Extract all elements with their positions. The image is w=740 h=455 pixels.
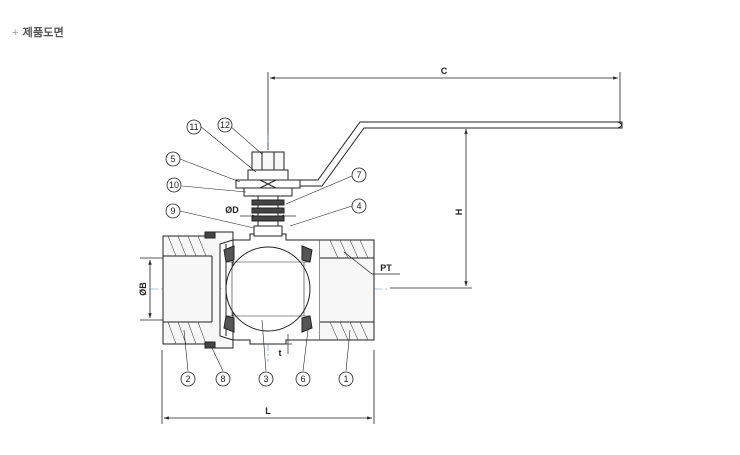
dimension-c-label: C	[441, 66, 448, 76]
callout-9: 9	[165, 203, 181, 219]
callout-3: 3	[258, 371, 274, 387]
dimension-d: ØD	[225, 205, 296, 218]
svg-text:3: 3	[263, 374, 268, 384]
callout-7: 7	[351, 167, 367, 183]
svg-text:6: 6	[300, 374, 305, 384]
svg-text:5: 5	[170, 154, 175, 164]
plus-marker: +	[12, 27, 19, 39]
svg-text:7: 7	[356, 170, 361, 180]
svg-text:4: 4	[356, 201, 361, 211]
dimension-t-label: t	[279, 348, 282, 358]
section-title: +제품도면	[12, 24, 64, 40]
svg-text:2: 2	[185, 374, 190, 384]
dimension-c: C	[267, 66, 621, 150]
callout-11: 11	[186, 119, 202, 135]
callout-5: 5	[165, 151, 181, 167]
dimension-l: L	[161, 350, 375, 424]
dimension-l-label: L	[265, 406, 271, 416]
dimension-t: t	[279, 334, 292, 358]
callout-bubbles: 11 12 5 10 9 7 4 2 8 3 6 1	[165, 117, 367, 387]
svg-text:1: 1	[343, 374, 348, 384]
callout-6: 6	[295, 371, 311, 387]
pt-label: PT	[380, 263, 392, 273]
handle-lever	[299, 121, 623, 187]
dimension-d-label: ØD	[225, 205, 239, 215]
callout-2: 2	[180, 371, 196, 387]
callout-12: 12	[217, 117, 233, 133]
stem-assembly	[235, 151, 301, 237]
callout-4: 4	[351, 198, 367, 214]
callout-leaders	[179, 125, 353, 372]
callout-1: 1	[338, 371, 354, 387]
svg-text:9: 9	[170, 206, 175, 216]
section-title-text: 제품도면	[22, 27, 64, 39]
dimension-b-label: ØB	[138, 282, 148, 296]
svg-text:8: 8	[220, 374, 225, 384]
callout-10: 10	[166, 177, 182, 193]
callout-8: 8	[215, 371, 231, 387]
svg-text:11: 11	[189, 122, 198, 132]
svg-text:12: 12	[220, 120, 230, 130]
dimension-h: H	[390, 126, 472, 289]
dimension-h-label: H	[454, 209, 464, 216]
pt-leader: PT	[343, 251, 400, 275]
valve-body	[162, 231, 375, 349]
svg-text:10: 10	[169, 180, 179, 190]
